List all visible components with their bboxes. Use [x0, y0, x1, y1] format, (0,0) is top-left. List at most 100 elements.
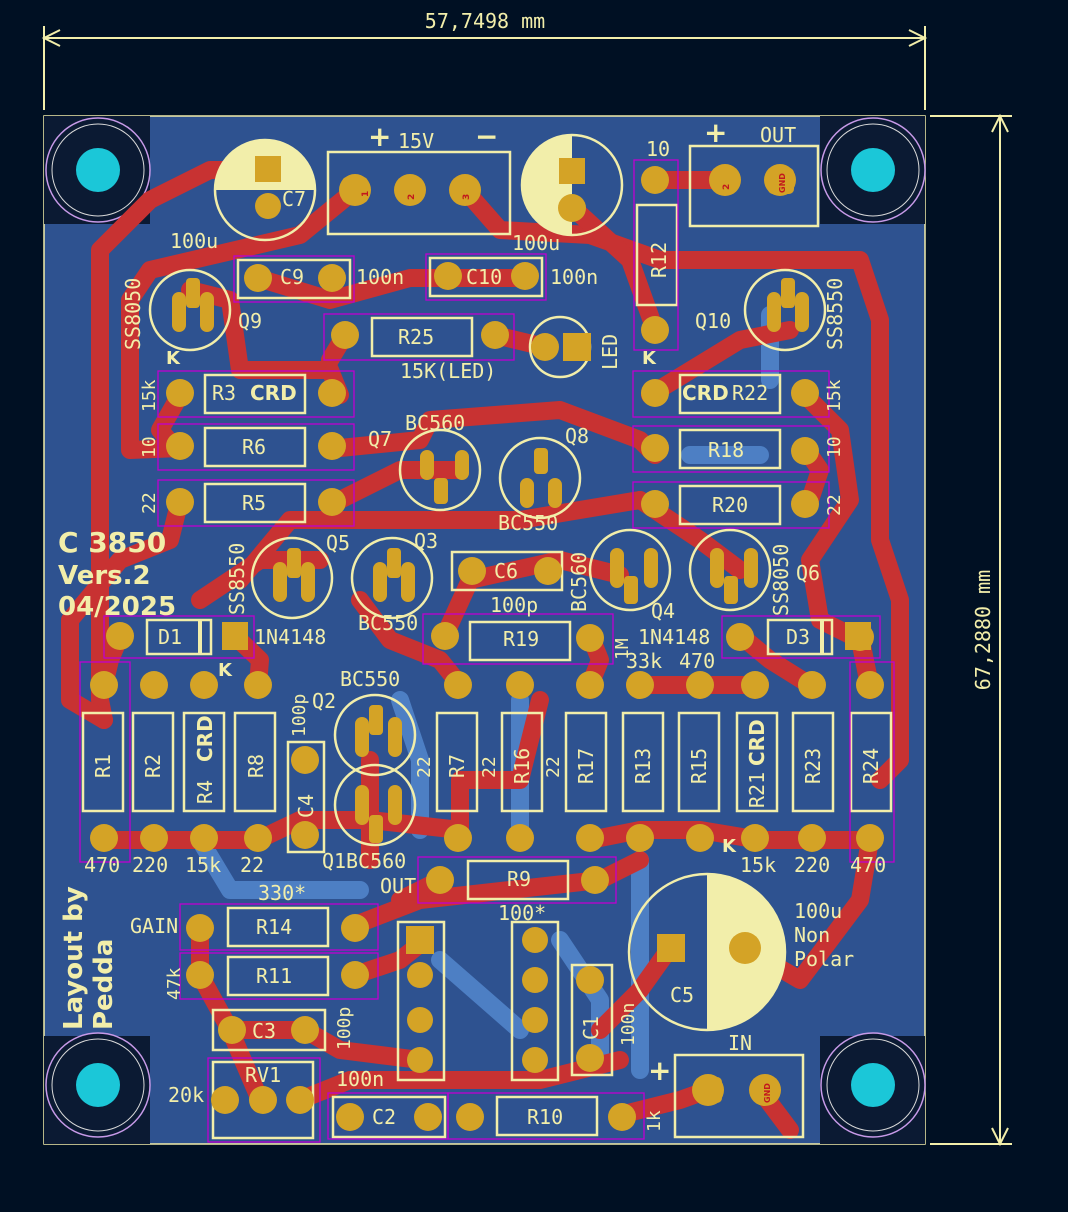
in-plus-sign: +	[648, 1054, 671, 1087]
r22-ref: R22	[732, 381, 768, 405]
r7-ref: R7	[445, 754, 469, 778]
r16-ref: R16	[510, 748, 534, 784]
width-dimension-label: 57,7498 mm	[425, 9, 545, 33]
bottom-copper-tracks	[191, 306, 779, 1079]
r9-ref: R9	[507, 867, 531, 891]
c2-value: 100n	[336, 1067, 384, 1091]
in-pin-gnd: GND	[763, 1083, 772, 1103]
q8-type: BC550	[498, 511, 558, 535]
q10-type: SS8550	[823, 278, 847, 350]
d1-k: K	[218, 660, 233, 681]
q4-ref: Q4	[651, 599, 675, 623]
c5-ref: C5	[670, 983, 694, 1007]
r1-ref: R1	[91, 754, 115, 778]
q2-ref: Q2	[312, 689, 336, 713]
r4-crd: CRD	[193, 715, 217, 762]
r7-value: 22	[414, 756, 435, 778]
r22-value: 15k	[824, 379, 845, 412]
c9-ref: C9	[280, 265, 304, 289]
r4-value: 15k	[185, 853, 221, 877]
r5-value: 22	[139, 492, 160, 514]
r3-value: 15k	[139, 379, 160, 412]
dimension-lines	[41, 26, 1012, 1147]
r16-value: 22	[479, 756, 500, 778]
r15-value: 470	[679, 649, 715, 673]
c3-value: 100p	[334, 1007, 355, 1050]
r11-ref: R11	[256, 964, 292, 988]
out-plus-sign: +	[704, 116, 727, 149]
c1-value: 100n	[618, 1003, 639, 1046]
r12-k: K	[642, 348, 657, 369]
c7-value: 100u	[170, 229, 218, 253]
d1-value: 1N4148	[254, 625, 326, 649]
c2-ref: C2	[372, 1105, 396, 1129]
q4-type: BC560	[567, 552, 591, 612]
layout-by-line2: Pedda	[89, 939, 119, 1030]
c4-ref: C4	[294, 794, 318, 818]
r14-value: 330*	[258, 881, 306, 905]
mounting-hole-br	[820, 1032, 926, 1138]
c1-ref: C1	[579, 1016, 603, 1040]
q3-ref: Q3	[414, 529, 438, 553]
d3-ref: D3	[786, 625, 810, 649]
r18-ref: R18	[708, 438, 744, 462]
rv1-ref: RV1	[245, 1063, 281, 1087]
power-label: 15V	[398, 129, 434, 153]
led-label: LED	[598, 334, 622, 370]
r2-ref: R2	[141, 754, 165, 778]
mounting-hole-tl	[45, 117, 151, 223]
r17-ref: R17	[574, 748, 598, 784]
power-pin1: 1	[361, 191, 371, 197]
in-label: IN	[728, 1031, 752, 1055]
mounting-hole-tr	[820, 117, 926, 223]
power-pin2: 2	[407, 194, 417, 200]
q3-type: BC550	[358, 611, 418, 635]
d1-ref: D1	[158, 625, 182, 649]
c5-value-line3: Polar	[794, 947, 854, 971]
r6-ref: R6	[242, 435, 266, 459]
r21-k: K	[722, 836, 737, 857]
q5-type: SS8550	[225, 543, 249, 615]
q5-ref: Q5	[326, 531, 350, 555]
r3-crd: CRD	[250, 381, 297, 405]
r21-value: 15k	[740, 853, 776, 877]
r13-ref: R13	[631, 748, 655, 784]
r21-ref: R21	[745, 772, 769, 808]
r20-ref: R20	[712, 493, 748, 517]
power-pin3: 3	[462, 194, 472, 200]
r1-value: 470	[84, 853, 120, 877]
r23-value: 220	[794, 853, 830, 877]
r2-value: 220	[132, 853, 168, 877]
r9-value: 100*	[498, 901, 546, 925]
q8-ref: Q8	[565, 424, 589, 448]
r19-ref: R19	[503, 627, 539, 651]
r18-value: 10	[824, 436, 845, 458]
r5-ref: R5	[242, 491, 266, 515]
r24-value: 470	[850, 853, 886, 877]
r25-ref: R25	[398, 325, 434, 349]
board-model: C 3850	[58, 526, 166, 559]
rv1-value: 20k	[168, 1083, 204, 1107]
c4-value: 100p	[289, 694, 310, 737]
q7-ref: Q7	[368, 427, 392, 451]
out-pad-label: OUT	[380, 874, 416, 898]
r15-ref: R15	[687, 748, 711, 784]
c6-value: 100p	[490, 593, 538, 617]
q1-type: BC560	[346, 849, 406, 873]
r14-ref: R14	[256, 915, 292, 939]
board-version: Vers.2	[58, 561, 151, 591]
r22-crd: CRD	[682, 381, 729, 405]
gain-label: GAIN	[130, 914, 178, 938]
q9-k: K	[166, 348, 181, 369]
r20-value: 22	[824, 494, 845, 516]
courtyards	[79, 159, 895, 1143]
c8-value: 100u	[512, 231, 560, 255]
r10-ref: R10	[527, 1105, 563, 1129]
c10-ref: C10	[466, 265, 502, 289]
r10-value: 1k	[644, 1110, 665, 1132]
r8-value: 22	[240, 853, 264, 877]
r21-crd: CRD	[745, 719, 769, 766]
r8-ref: R8	[244, 754, 268, 778]
r24-ref: R24	[859, 748, 883, 784]
